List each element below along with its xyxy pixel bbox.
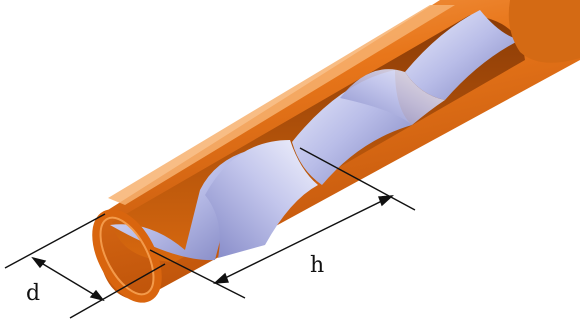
tube-highlight — [108, 5, 455, 205]
diameter-arrow-top — [31, 256, 47, 269]
pitch-dimension-line — [214, 195, 393, 284]
pitch-extension-line-right — [299, 147, 416, 211]
screw-blade-segment-4 — [340, 69, 445, 125]
pitch-extension-line-left — [149, 249, 246, 299]
screw-blade-segment-5 — [405, 10, 520, 100]
diameter-label: d — [26, 281, 40, 306]
pitch-dimension — [149, 147, 416, 299]
tube-front-rim-edge — [99, 216, 155, 296]
diameter-dimension-line — [32, 257, 104, 301]
pitch-arrow-left — [213, 272, 229, 284]
tube-front-rim — [92, 209, 162, 303]
diameter-arrow-bottom — [89, 289, 105, 302]
pitch-arrow-right — [378, 195, 394, 207]
pitch-label: h — [310, 253, 324, 278]
diameter-extension-line-bottom — [69, 263, 166, 319]
diameter-extension-line-top — [4, 213, 106, 269]
tube-back-end — [508, 0, 580, 63]
screw-blade-segment-2 — [205, 140, 318, 258]
diameter-dimension — [4, 213, 166, 319]
